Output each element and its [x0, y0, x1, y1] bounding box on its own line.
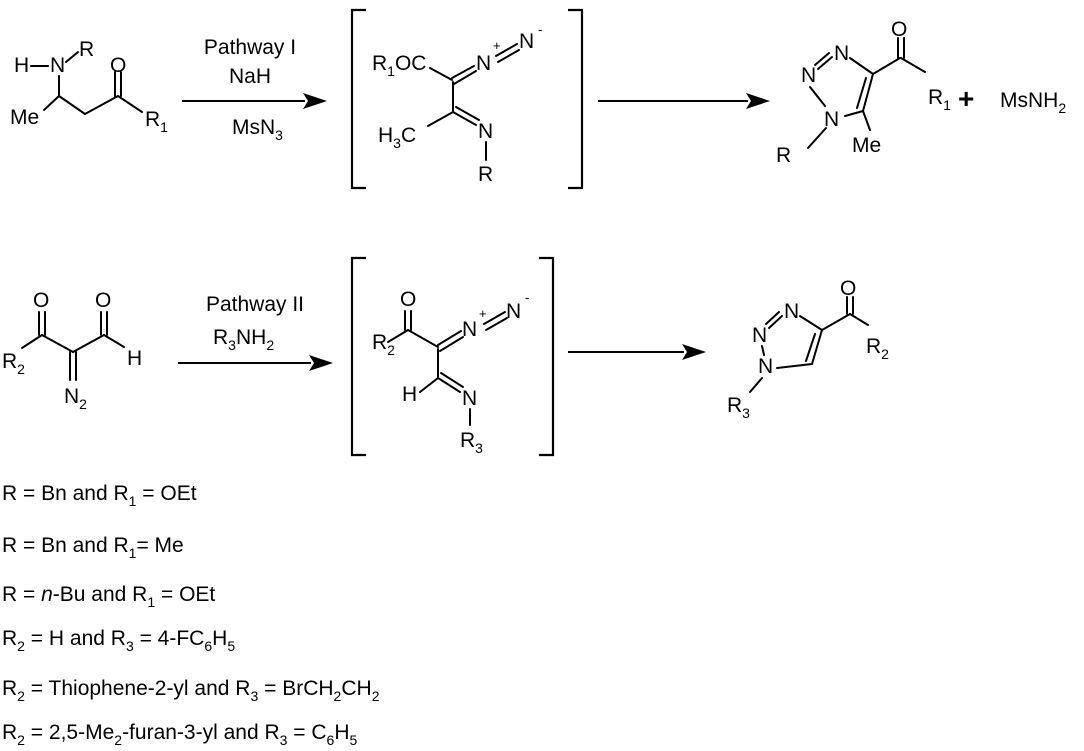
pathway2-reagent: R3NH2: [213, 326, 274, 353]
atom-o: O: [110, 54, 126, 77]
atom-n: N: [834, 42, 849, 65]
atom-r: R: [776, 144, 791, 167]
atom-h: H: [14, 54, 29, 77]
svg-text:-: -: [538, 22, 542, 37]
pathway2-intermediate: O R2 N + N - H N R3: [350, 256, 555, 457]
atom-r2: R2: [372, 331, 395, 358]
atom-r3: R3: [727, 394, 750, 421]
plus-sign: +: [958, 83, 974, 114]
svg-text:+: +: [479, 306, 487, 321]
pathway1-reagent-msn3: MsN3: [232, 116, 283, 143]
pathway1-arrow-product: [598, 93, 770, 109]
condition-5: R2 = Thiophene-2-yl and R3 = BrCH2CH2: [2, 677, 380, 704]
condition-1: R = Bn and R1 = OEt: [2, 482, 197, 509]
atom-n: N: [50, 54, 65, 77]
byproduct-msnh2: MsNH2: [1000, 89, 1066, 116]
atom-n-imine: N: [478, 120, 493, 143]
pathway1-intermediate: R1OC N + N - H3C N R: [350, 8, 584, 190]
atom-o: O: [400, 288, 416, 311]
atom-o: O: [33, 289, 49, 312]
atom-n2: N2: [64, 385, 87, 412]
atom-o: O: [891, 18, 907, 41]
atom-n-plus: N: [462, 318, 477, 341]
atom-r2: R2: [866, 335, 889, 362]
condition-6: R2 = 2,5-Me2-furan-3-yl and R3 = C6H5: [2, 721, 358, 748]
atom-r3: R3: [460, 429, 483, 456]
condition-2: R = Bn and R1= Me: [2, 534, 184, 561]
atom-r1-oc: R1OC: [372, 52, 426, 79]
atom-r2: R2: [2, 350, 25, 377]
pathway1-reagent-nah: NaH: [229, 65, 271, 88]
atom-r1: R1: [145, 108, 168, 135]
atom-me: Me: [852, 134, 881, 157]
atom-n: N: [801, 64, 816, 87]
atom-o: O: [95, 289, 111, 312]
atom-n-minus: N: [519, 30, 534, 53]
pathway1-arrow: Pathway I NaH MsN3: [182, 36, 327, 143]
atom-me: Me: [10, 106, 39, 129]
pathway2-arrow-product: [568, 344, 706, 360]
atom-n-minus: N: [506, 300, 521, 323]
conditions-list: R = Bn and R1 = OEt R = Bn and R1= Me R …: [2, 482, 380, 748]
atom-h: H: [402, 383, 417, 406]
pathway1-product-triazole: N N N Me R O R1 + MsNH2: [776, 18, 1066, 167]
atom-n: N: [784, 300, 799, 323]
pathway1-label: Pathway I: [204, 36, 296, 59]
atom-r: R: [79, 38, 94, 61]
atom-o: O: [840, 277, 856, 300]
atom-r-imine: R: [478, 163, 493, 186]
pathway2-starting-material: O O R2 H N2: [2, 289, 142, 412]
pathway1-starting-material: H N R Me O R1: [10, 38, 168, 135]
atom-h: H: [127, 347, 142, 370]
atom-n: N: [752, 324, 767, 347]
atom-n-imine: N: [462, 387, 477, 410]
atom-r1: R1: [928, 86, 951, 113]
atom-n1: N: [824, 108, 839, 131]
svg-text:+: +: [493, 38, 501, 53]
pathway2-arrow: Pathway II R3NH2: [178, 293, 333, 371]
atom-n-plus: N: [476, 52, 491, 75]
atom-n1: N: [758, 355, 773, 378]
atom-h3c: H3C: [378, 124, 416, 151]
pathway2-product-triazole: N N N R3 O R2: [727, 277, 889, 421]
condition-4: R2 = H and R3 = 4-FC6H5: [2, 627, 235, 654]
pathway2-label: Pathway II: [206, 293, 304, 316]
condition-3: R = n-Bu and R1 = OEt: [2, 583, 215, 610]
svg-text:-: -: [525, 290, 529, 305]
